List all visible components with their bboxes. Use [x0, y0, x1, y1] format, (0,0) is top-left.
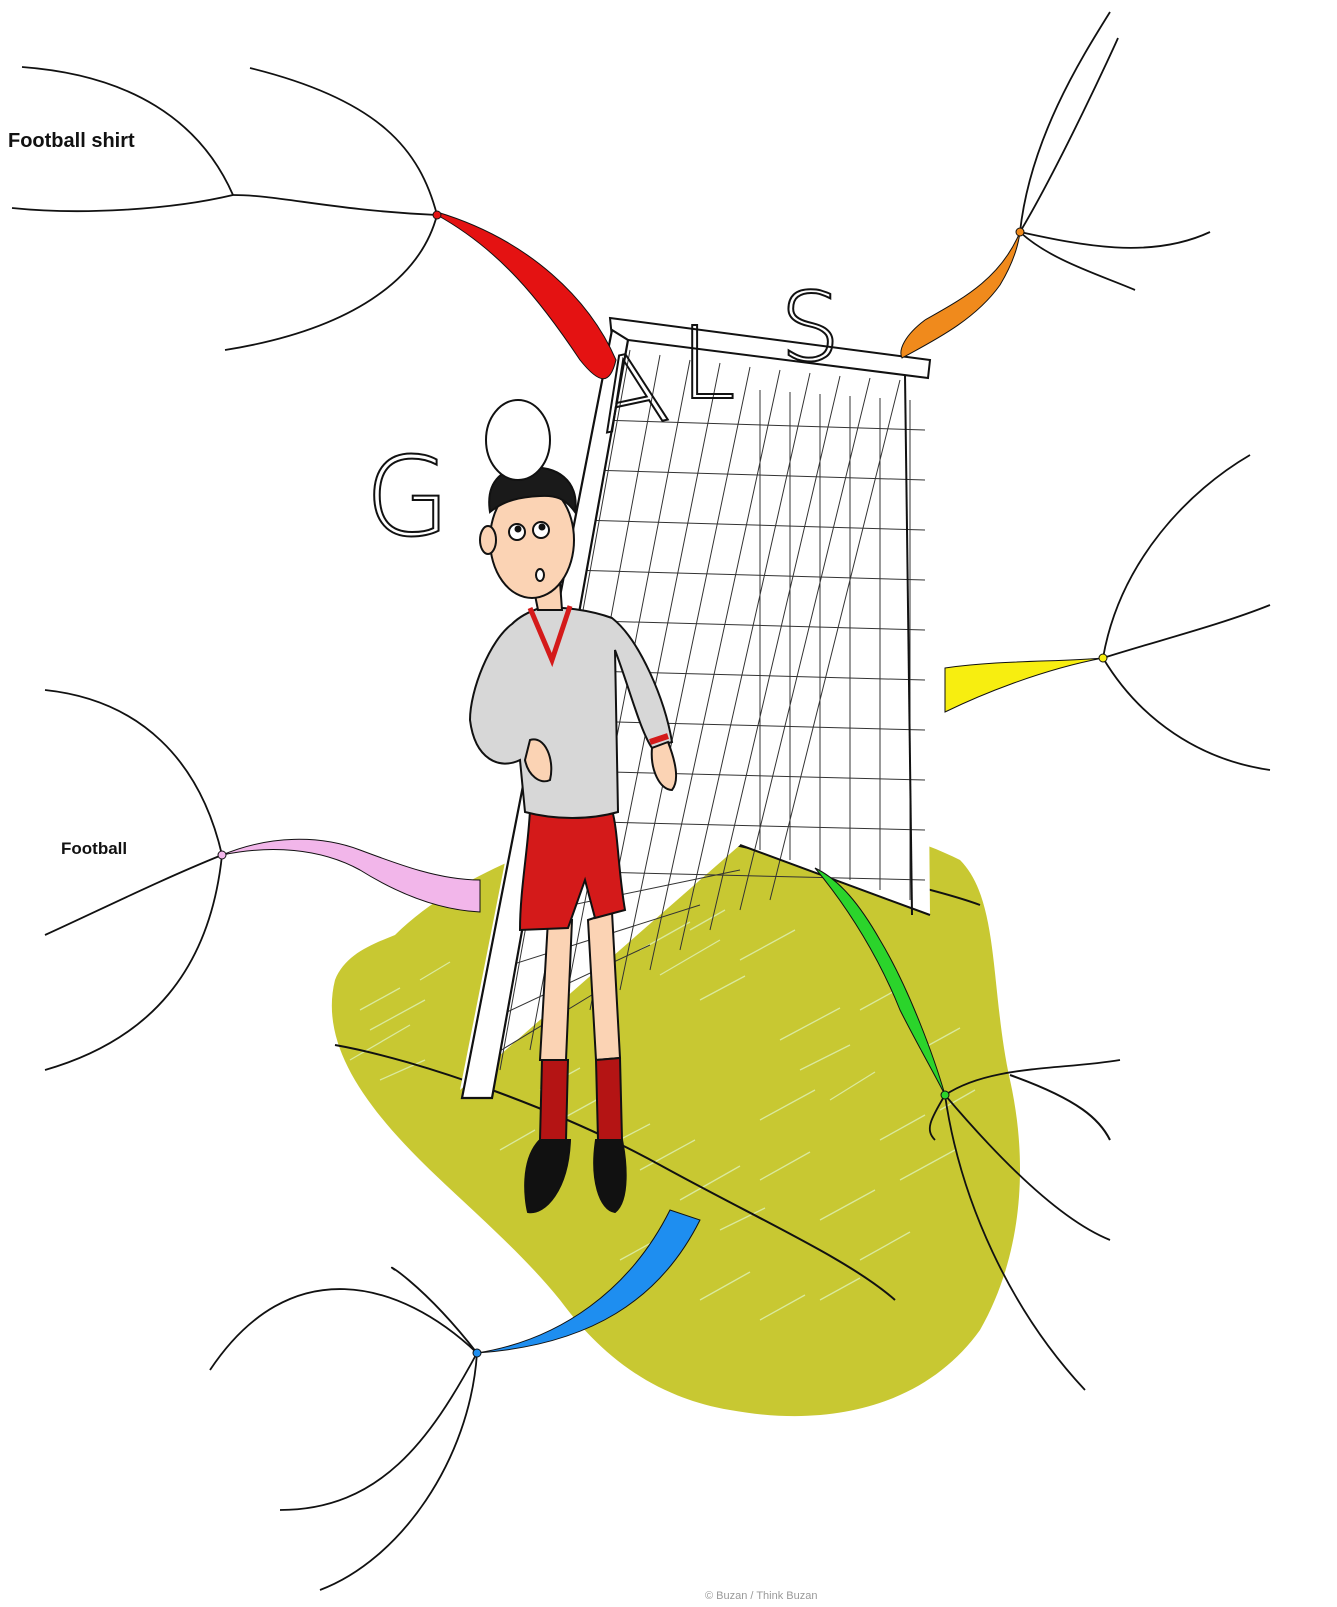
goals-title: G O A L S — [364, 272, 841, 562]
cuff — [649, 733, 669, 745]
hand-right — [650, 740, 678, 792]
node-pink — [217, 850, 227, 860]
shorts — [518, 809, 627, 932]
copyright-footer: © Buzan / Think Buzan — [705, 1590, 818, 1602]
branch-nodes — [217, 210, 1108, 1358]
goalkeeper — [468, 466, 678, 1214]
node-orange — [1015, 227, 1025, 237]
collar — [527, 605, 573, 668]
branch-orange — [900, 231, 1021, 359]
node-green — [940, 1090, 950, 1100]
boot-left — [524, 1139, 572, 1214]
label-football: Football — [61, 839, 128, 858]
letter-g: G — [365, 433, 450, 561]
node-yellow — [1098, 653, 1108, 663]
sock-left — [538, 1059, 570, 1141]
letter-l: L — [680, 305, 736, 422]
node-blue — [472, 1348, 482, 1358]
boot-right — [593, 1139, 627, 1214]
sub-branches — [11, 11, 1271, 1591]
hand-left — [523, 738, 553, 783]
branch-blue — [476, 1209, 701, 1354]
branch-yellow — [944, 657, 1104, 713]
letter-s: S — [780, 273, 840, 383]
ground-line-left — [334, 1044, 896, 1301]
node-red — [432, 210, 442, 220]
branch-red — [436, 211, 617, 380]
sock-right — [594, 1056, 624, 1141]
grass-texture — [349, 909, 976, 1321]
label-football-shirt: Football shirt — [8, 130, 135, 152]
letter-o-ball — [485, 399, 551, 481]
branch-pink — [221, 838, 481, 913]
